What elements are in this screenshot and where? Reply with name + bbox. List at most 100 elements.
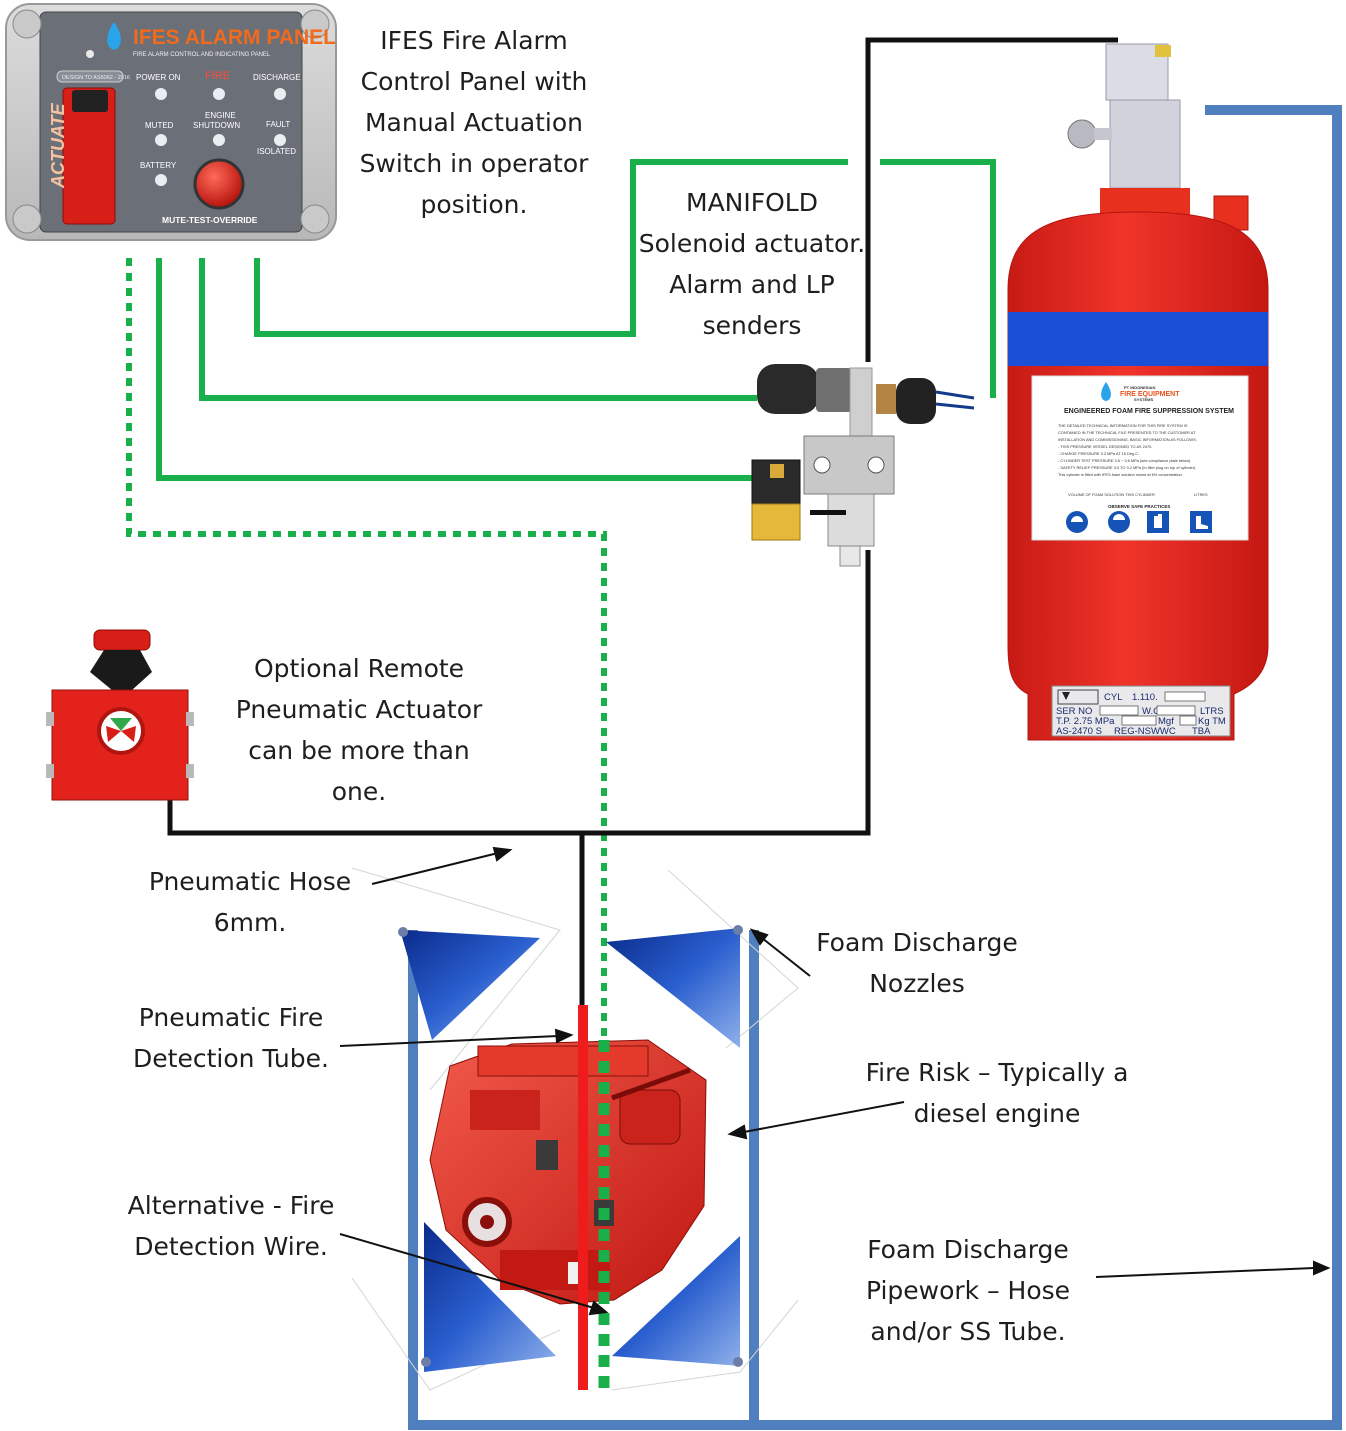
nozzles-description: Foam Discharge Nozzles <box>806 922 1028 1004</box>
mute-label: MUTE-TEST-OVERRIDE <box>162 215 258 225</box>
alarm-sender-body <box>757 364 819 414</box>
plate-mgf: Mgf <box>1158 716 1174 727</box>
arrow-tube <box>339 1035 559 1047</box>
manifold-wire-top <box>254 159 848 337</box>
nozzle-spray-outline <box>667 869 799 1049</box>
nozzle-tip <box>733 1357 743 1367</box>
led-label-fire: FIRE <box>205 70 230 82</box>
arrowhead-icon <box>749 928 769 946</box>
arrow-pipework <box>1095 1267 1315 1278</box>
nozzle-spray <box>400 930 540 1040</box>
engine-manifold <box>470 1090 540 1130</box>
hose-top-to-valve <box>865 37 1118 362</box>
pressure-sender-body <box>896 378 936 424</box>
boot-shape <box>1196 516 1208 529</box>
water-drop-icon <box>107 22 121 50</box>
pressure-sender-wire <box>880 159 996 398</box>
remote-pneumatic-actuator <box>46 629 194 801</box>
brand-sub: SYSTEMS <box>1134 397 1153 402</box>
led-label-engine-2: SHUTDOWN <box>193 121 240 130</box>
face-shape <box>1071 516 1083 522</box>
plate-logo-box <box>1057 689 1099 705</box>
engine-part-dark <box>536 1140 558 1170</box>
glove-shape <box>1154 514 1162 528</box>
engine-pulley-hub <box>480 1215 494 1229</box>
screw-icon <box>12 9 42 39</box>
manifold-stem <box>849 367 873 439</box>
plate-ser: SER NO <box>1056 706 1092 717</box>
brand: FIRE EQUIPMENT <box>1120 391 1180 398</box>
plate-field <box>1179 715 1197 726</box>
led-label-isolated: ISOLATED <box>257 147 296 156</box>
label-litres: LITRES <box>1194 492 1208 497</box>
plate-ltrs: LTRS <box>1200 706 1224 717</box>
goggle-shape <box>1113 514 1125 520</box>
indicator-red-icon <box>106 726 121 742</box>
manifold-description: MANIFOLD Solenoid actuator. Alarm and LP… <box>636 182 868 346</box>
wire-line: Alternative - Fire <box>127 1191 335 1220</box>
nozzle-spray-outline <box>351 867 561 1091</box>
panel-desc-line: position. <box>420 190 528 219</box>
solenoid-cap <box>770 464 784 478</box>
arrow-wire <box>339 1233 595 1309</box>
screw-icon <box>12 204 42 234</box>
actuator-bellows <box>90 650 152 690</box>
label-line: INSTALLATION AND COMMISSIONING. BASIC IN… <box>1058 437 1197 442</box>
risk-description: Fire Risk – Typically a diesel engine <box>862 1052 1132 1134</box>
diesel-engine <box>429 1039 707 1305</box>
led-fault <box>274 134 286 146</box>
risk-line: Fire Risk – Typically a <box>865 1058 1129 1087</box>
sender-wire-2 <box>935 402 975 410</box>
bolt-icon <box>186 712 194 726</box>
label-line: - CYLINDER TEST PRESSURE 3.6 ~ 3.6 MPa (… <box>1058 458 1191 463</box>
label-volume: VOLUME OF FOAM SOLUTION THIS CYLINDER <box>1068 492 1155 497</box>
brand-drop-icon <box>1101 382 1111 401</box>
led-engine-shutdown <box>213 134 225 146</box>
label-heading: ENGINEERED FOAM FIRE SUPPRESSION SYSTEM <box>1064 408 1234 415</box>
tube-description: Pneumatic Fire Detection Tube. <box>120 997 342 1079</box>
pipework-line: Pipework – Hose <box>865 1276 1071 1305</box>
plate-field <box>1156 705 1196 716</box>
nozzle-spray <box>606 928 740 1048</box>
led-label-engine-1: ENGINE <box>205 111 236 120</box>
plate-cyl: CYL <box>1104 692 1122 703</box>
brand-small: PT INDONESIAN <box>1124 385 1155 390</box>
indicator-green-icon <box>110 718 132 731</box>
foam-cylinder: PT INDONESIAN FIRE EQUIPMENT SYSTEMS ENG… <box>1007 43 1269 741</box>
label-line: - SAFETY RELIEF PRESSURE 3.0 TO 3.2 MPa … <box>1058 465 1196 470</box>
plate-as: AS-2470 S <box>1056 726 1102 737</box>
screw-icon <box>300 204 330 234</box>
bolt-icon <box>46 712 54 726</box>
plate-field <box>1099 705 1139 716</box>
manifold-line: MANIFOLD <box>686 188 818 217</box>
arrowhead-icon <box>492 846 513 862</box>
plate-code: 1.110. <box>1132 692 1158 703</box>
mute-button[interactable] <box>193 158 245 210</box>
port-icon <box>867 456 885 474</box>
engine-sump <box>500 1250 610 1290</box>
bolt-icon <box>186 764 194 778</box>
arrowhead-icon <box>1313 1260 1331 1276</box>
led-battery <box>155 174 167 186</box>
led-label-battery: BATTERY <box>140 161 177 170</box>
hose-description: Pneumatic Hose 6mm. <box>140 861 360 943</box>
pipework-line: and/or SS Tube. <box>870 1317 1066 1346</box>
wire-description: Alternative - Fire Detection Wire. <box>118 1185 344 1267</box>
hose-line: 6mm. <box>213 908 287 937</box>
manifold-fitting <box>839 545 861 567</box>
hose-main <box>167 550 871 836</box>
tube-line: Detection Tube. <box>133 1044 329 1073</box>
std-text: DESIGN TO AS5062 - 2016 <box>62 75 130 81</box>
remote-line: one. <box>331 777 387 806</box>
indicator-red-icon <box>121 726 136 742</box>
alarm-sender-nut <box>816 368 852 412</box>
manifold-outlet <box>827 493 875 547</box>
green-wiring <box>156 159 996 481</box>
actuate-switch-lever[interactable] <box>72 90 108 112</box>
pipe-left-loop <box>408 930 759 1430</box>
tube-line: Pneumatic Fire <box>138 1003 324 1032</box>
screw-icon <box>300 9 330 39</box>
remote-actuator-description: Optional Remote Pneumatic Actuator can b… <box>226 648 492 812</box>
actuate-switch-guard[interactable] <box>62 87 116 225</box>
actuator-cap[interactable] <box>93 629 151 651</box>
